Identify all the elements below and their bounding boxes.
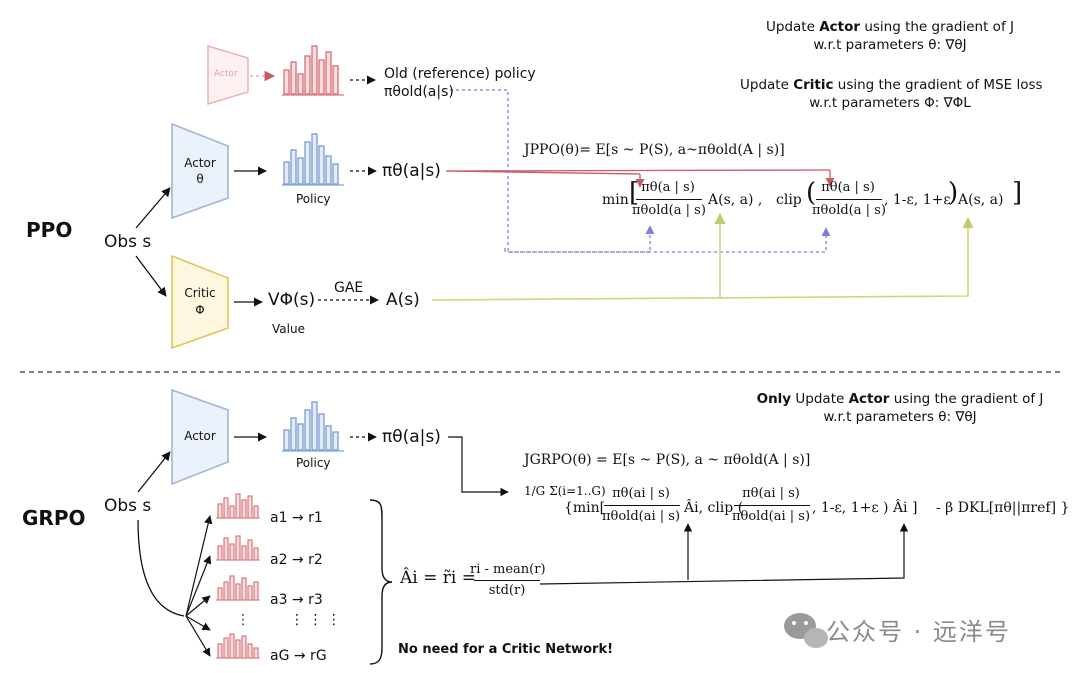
grpo-clip-num: πθ(ai | s) — [742, 486, 800, 501]
actor-param: θ — [196, 172, 204, 186]
ppo-min: min — [602, 192, 629, 208]
ppo-paren-close: ) — [948, 178, 959, 208]
ppo-bracket-close: ] — [1012, 178, 1023, 208]
ppo-clip-bar — [816, 199, 882, 200]
ppo-section-label: PPO — [26, 218, 73, 242]
old-policy-line1: Old (reference) policy — [384, 66, 536, 82]
sample-histograms — [217, 493, 259, 659]
grpo-body-1: {min[ — [564, 500, 606, 516]
grpo-section-label: GRPO — [22, 506, 86, 530]
ppo-ratio-den: πθold(a | s) — [632, 203, 706, 218]
adv-lhs: Âi = r̃i = — [400, 568, 476, 588]
ppo-clip-den: πθold(a | s) — [812, 203, 886, 218]
grpo-ratio-den: πθold(ai | s) — [601, 509, 681, 524]
samples-brace — [369, 499, 393, 665]
grpo-note: Only Update Actor using the gradient of … — [756, 391, 1044, 425]
grpo-clip-args: , 1-ε, 1+ε ) Âi ] — [812, 500, 918, 516]
sample-1: a1 → r1 — [270, 510, 323, 526]
grpo-objective-lhs: JGRPO(θ) = E[s ~ P(S), a ~ πθold(A | s)] — [524, 452, 811, 468]
sample-dots: ⋮ ⋮ ⋮ — [290, 612, 341, 628]
critic-shape — [171, 254, 229, 350]
value-output: VΦ(s) — [268, 290, 316, 310]
grpo-obs-label: Obs s — [104, 496, 152, 516]
grpo-term-adv1: Âi, clip ( — [684, 500, 744, 516]
grpo-sum: 1/G Σ(i=1..G) — [524, 484, 606, 498]
wechat-logo-icon — [784, 613, 828, 648]
ppo-obs-label: Obs s — [104, 232, 152, 252]
adv-den: std(r) — [488, 583, 526, 598]
old-actor-shape — [207, 44, 249, 106]
svg-text:⋮: ⋮ — [236, 612, 250, 628]
ppo-term-a2: A(s, a) — [958, 192, 1004, 208]
ppo-bracket-open: [ — [629, 178, 640, 208]
no-critic-note: No need for a Critic Network! — [398, 642, 614, 657]
ppo-note-actor: Update Actor using the gradient of J w.r… — [766, 19, 1014, 53]
sample-3: a3 → r3 — [270, 592, 323, 608]
policy-histogram — [283, 133, 339, 185]
ppo-clip-args: , 1-ε, 1+ε — [884, 192, 951, 208]
ppo-ratio-num: πθ(a | s) — [641, 180, 695, 195]
ppo-paren-open: ( — [806, 178, 817, 208]
grpo-actor-shape — [171, 388, 229, 486]
grpo-actor-label: Actor — [184, 429, 216, 443]
actor-label: Actor — [184, 156, 216, 170]
advantage-output: A(s) — [386, 290, 420, 310]
grpo-clip-bar — [734, 505, 810, 506]
watermark-text: 公众号 · 远洋号 — [826, 618, 1011, 646]
grpo-policy-histogram — [283, 401, 339, 451]
ppo-clip-num: πθ(a | s) — [821, 180, 875, 195]
gae-label: GAE — [334, 280, 364, 296]
sample-2: a2 → r2 — [270, 552, 323, 568]
old-policy-line2: πθold(a|s) — [384, 84, 454, 100]
value-label: Value — [272, 322, 305, 336]
policy-label: Policy — [296, 192, 331, 206]
critic-label: Critic — [184, 286, 216, 300]
grpo-policy-output: πθ(a|s) — [382, 427, 441, 447]
ppo-term-a1: A(s, a) , — [708, 192, 763, 208]
ppo-objective-lhs: JPPO(θ)= E[s ~ P(S), a~πθold(A | s)] — [524, 142, 785, 158]
critic-param: Φ — [195, 303, 205, 317]
ppo-ratio-bar — [636, 199, 702, 200]
policy-output: πθ(a|s) — [382, 161, 441, 181]
actor-shape — [171, 122, 229, 220]
adv-num: ri - mean(r) — [470, 562, 546, 577]
sample-g: aG → rG — [270, 648, 327, 664]
grpo-ratio-bar — [604, 505, 680, 506]
grpo-kl-term: - β DKL[πθ||πref] } — [936, 500, 1070, 516]
grpo-ratio-num: πθ(ai | s) — [612, 486, 670, 501]
old-policy-histogram — [283, 45, 339, 95]
ppo-note-critic: Update Critic using the gradient of MSE … — [740, 77, 1043, 111]
old-actor-label: Actor — [214, 69, 238, 79]
ppo-clip-word: clip — [776, 192, 802, 208]
adv-bar — [474, 580, 540, 581]
grpo-policy-label: Policy — [296, 456, 331, 470]
grpo-clip-den: πθold(ai | s) — [731, 509, 811, 524]
